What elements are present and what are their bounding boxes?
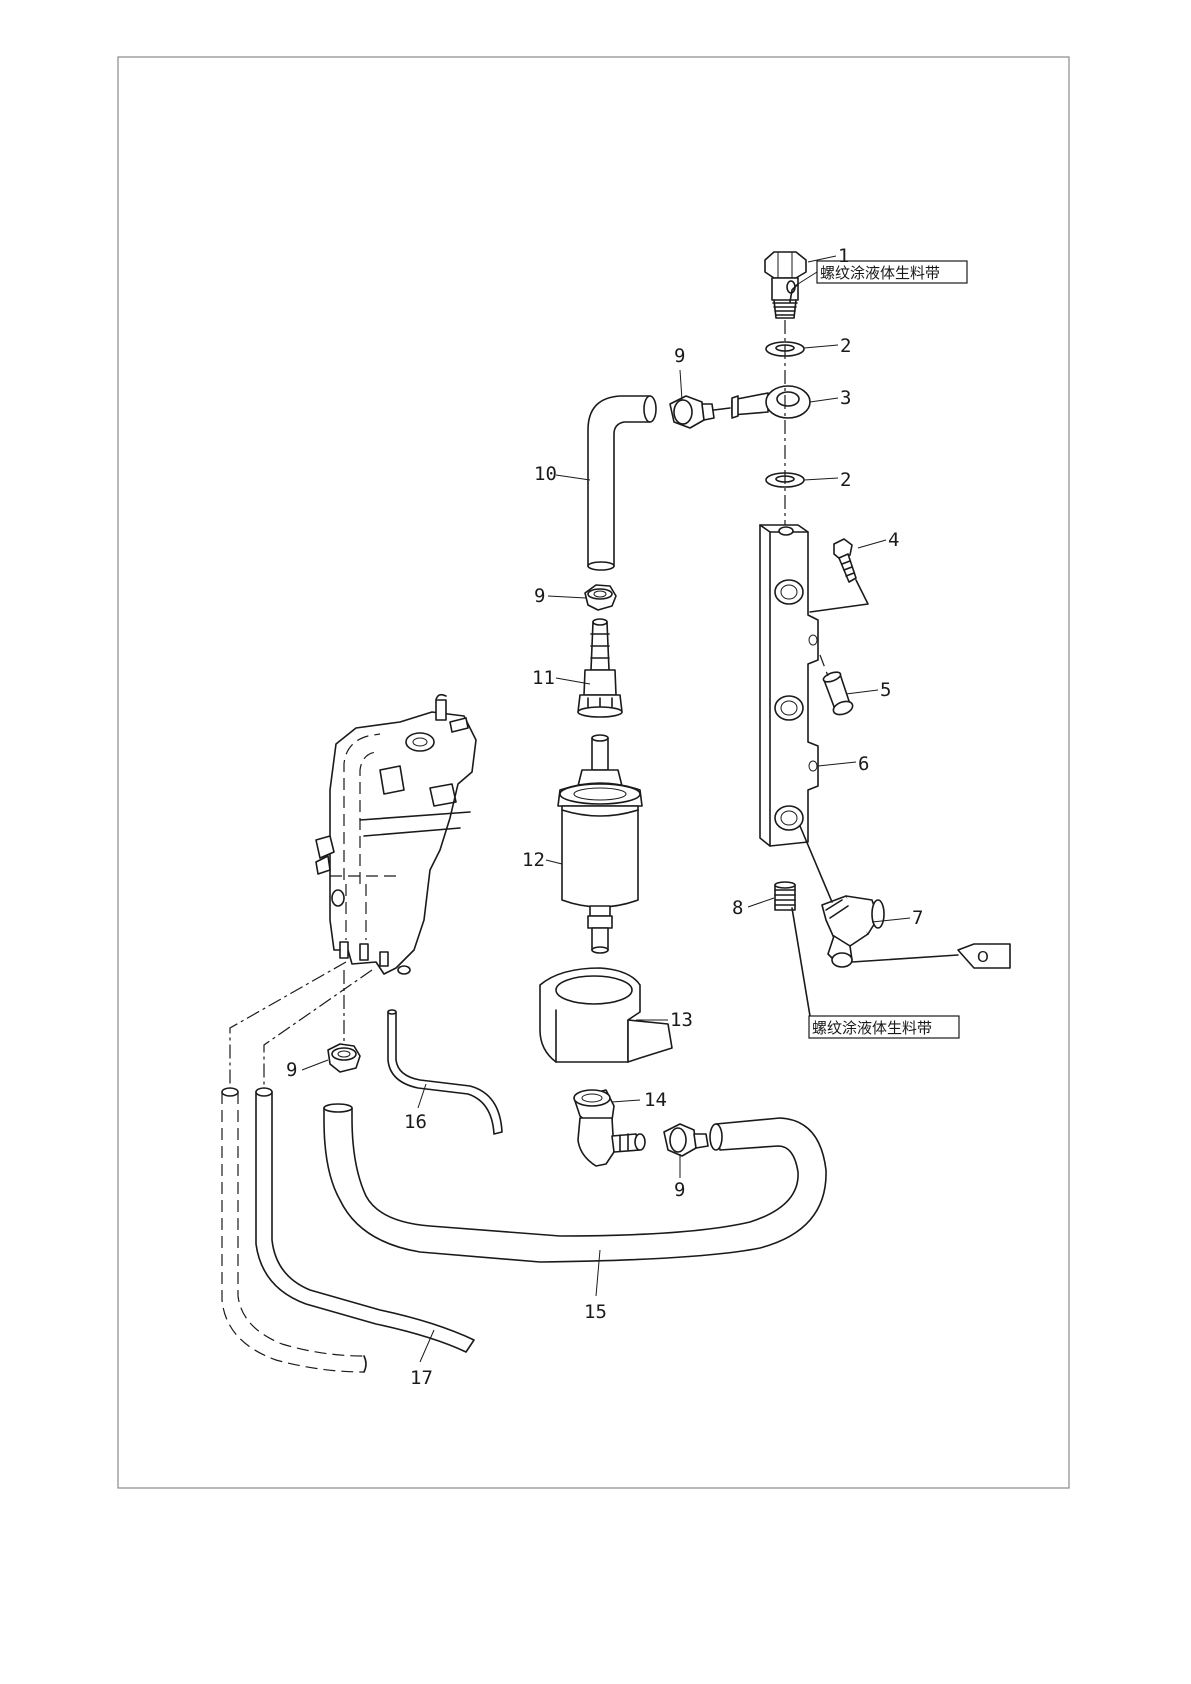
callout-5: 5 bbox=[880, 679, 891, 701]
part-clamp-top bbox=[670, 396, 730, 428]
callout-2-lower: 2 bbox=[840, 469, 851, 491]
callout-15: 15 bbox=[584, 1301, 607, 1323]
part-tag: O bbox=[958, 944, 1010, 968]
callout-9-lower-left: 9 bbox=[286, 1059, 297, 1081]
part-banjo-fitting bbox=[732, 386, 810, 418]
callout-2-upper: 2 bbox=[840, 335, 851, 357]
part-long-hose bbox=[324, 1104, 826, 1262]
note-box-top: 螺纹涂液体生料带 bbox=[790, 261, 967, 302]
part-fuel-rail bbox=[760, 525, 818, 846]
leader-plug-to-note bbox=[792, 908, 812, 1028]
callout-7: 7 bbox=[912, 907, 923, 929]
callout-17: 17 bbox=[410, 1367, 433, 1389]
part-nut-middle bbox=[585, 585, 616, 610]
callout-1: 1 bbox=[838, 245, 849, 267]
part-threaded-plug bbox=[775, 882, 795, 910]
note-box-bottom: 螺纹涂液体生料带 bbox=[809, 1016, 959, 1038]
part-elbow-hose bbox=[588, 396, 656, 570]
part-elbow-fitting bbox=[574, 1090, 645, 1166]
callout-9-middle: 9 bbox=[534, 585, 545, 607]
callout-12: 12 bbox=[522, 849, 545, 871]
callout-11: 11 bbox=[532, 667, 555, 689]
part-clamp-lower-right bbox=[664, 1124, 708, 1156]
part-nut-lower-left bbox=[328, 1044, 360, 1072]
callout-8: 8 bbox=[732, 897, 743, 919]
callout-6: 6 bbox=[858, 753, 869, 775]
note-text-bottom: 螺纹涂液体生料带 bbox=[812, 1019, 932, 1037]
part-filter-bracket bbox=[540, 968, 672, 1062]
callout-4: 4 bbox=[888, 529, 899, 551]
callout-14: 14 bbox=[644, 1089, 667, 1111]
part-banjo-bolt bbox=[765, 252, 806, 318]
part-pin bbox=[820, 655, 854, 717]
tag-text: O bbox=[977, 948, 989, 966]
callout-10: 10 bbox=[534, 463, 557, 485]
callout-9-top: 9 bbox=[674, 345, 685, 367]
part-screw bbox=[810, 539, 868, 612]
callout-13: 13 bbox=[670, 1009, 693, 1031]
part-fuel-tank bbox=[316, 695, 476, 974]
callout-9-lower-right: 9 bbox=[674, 1179, 685, 1201]
callout-16: 16 bbox=[404, 1111, 427, 1133]
part-fuel-filter bbox=[558, 735, 642, 953]
part-elbow-connector bbox=[800, 826, 958, 967]
callout-3: 3 bbox=[840, 387, 851, 409]
part-quick-connector bbox=[578, 619, 622, 717]
